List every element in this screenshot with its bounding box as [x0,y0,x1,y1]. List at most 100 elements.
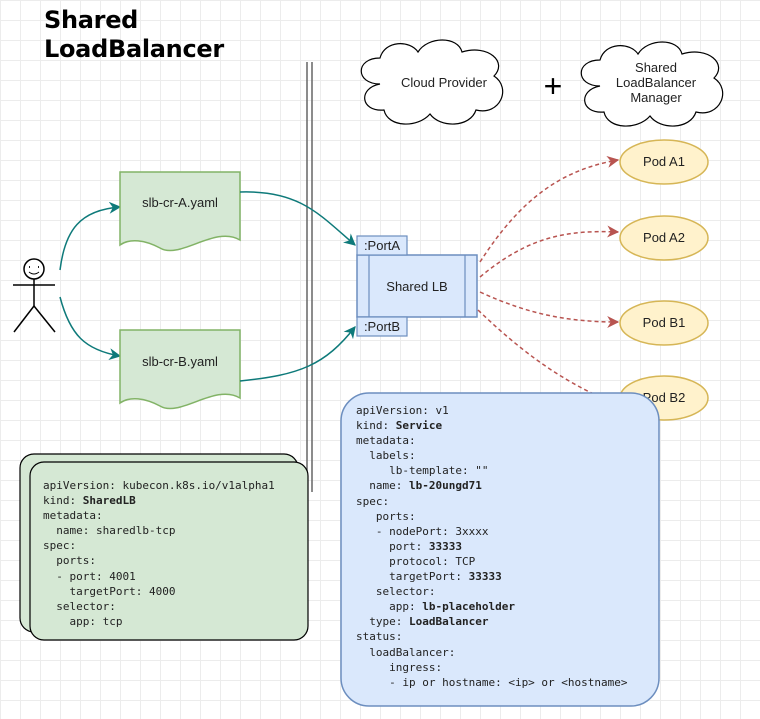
sharedlb-yaml-card [29,461,309,641]
cloud-manager-label-line: LoadBalancer [616,75,697,90]
sharedlb-yaml-text: kind: [43,494,83,508]
service-yaml-line: labels: [356,448,628,463]
diagram-title: Shared LoadBalancer [44,6,304,64]
service-yaml-text: targetPort: [356,570,469,584]
arrow-user-to-doc-b [59,296,122,361]
service-yaml-text: - nodePort: 3xxxx [356,524,489,538]
port-b-label: :PortB [364,319,400,334]
sharedlb-yaml-line: targetPort: 4000 [43,584,275,599]
title-line-2: LoadBalancer [44,35,224,63]
cloud-provider-label: Cloud Provider [401,75,488,90]
sharedlb-yaml-line: kind: SharedLB [43,493,275,508]
service-yaml-bold-value: LoadBalancer [408,615,489,629]
service-yaml-bold-value: lb-20ungd71 [408,479,482,493]
service-yaml-line: selector: [356,584,628,599]
sharedlb-yaml-text: metadata: [43,509,103,523]
service-yaml-text: - ip or hostname: <ip> or <hostname> [356,675,628,689]
service-yaml-text: type: [356,615,409,629]
service-yaml-line: - ip or hostname: <ip> or <hostname> [356,675,628,690]
pod-b1-shape [619,300,709,346]
service-yaml-line: ports: [356,509,628,524]
service-yaml-line: loadBalancer: [356,645,628,660]
service-yaml-text: app: [356,600,423,614]
sharedlb-yaml-line: spec: [43,538,275,553]
service-yaml-line: lb-template: "" [356,463,628,478]
service-yaml-line: apiVersion: v1 [356,403,628,418]
service-yaml-text: lb-template: "" [356,464,489,478]
service-yaml-line: protocol: TCP [356,554,628,569]
cloud-provider-shape [360,39,504,125]
sharedlb-yaml-text: ports: [43,554,96,568]
service-yaml-card [340,392,660,707]
service-yaml-line: kind: Service [356,418,628,433]
cloud-manager-shape [580,41,724,127]
port-a-label: :PortA [364,238,400,253]
sharedlb-yaml-text: spec: [43,539,77,553]
arrow-lb-to-pod-a2 [479,225,620,278]
sharedlb-yaml-text: app: tcp [43,614,123,628]
arrow-lb-to-pod-b2 [477,309,620,407]
sharedlb-yaml-line: app: tcp [43,614,275,629]
arrow-doc-b-to-port-b [239,326,356,382]
service-yaml-line: ingress: [356,660,628,675]
sharedlb-yaml-line: metadata: [43,508,275,523]
pod-a2-label: Pod A2 [643,230,685,245]
service-yaml-line: type: LoadBalancer [356,614,628,629]
title-line-1: Shared [44,6,139,34]
service-yaml-text: ports: [356,509,416,523]
sharedlb-yaml-text: apiVersion: kubecon.k8s.io/v1alpha1 [43,479,275,492]
service-yaml-line: port: 33333 [356,539,628,554]
service-yaml-bold-value: Service [395,419,443,433]
service-yaml-bold-value: lb-placeholder [422,600,515,614]
pod-b2-label: Pod B2 [643,390,686,405]
pod-a1-label: Pod A1 [643,154,685,169]
service-yaml-line: app: lb-placeholder [356,599,628,614]
service-yaml-line: spec: [356,494,628,509]
service-yaml-text: labels: [356,449,416,463]
service-yaml-text: apiVersion: v1 [356,404,449,417]
service-yaml-line: status: [356,629,628,644]
service-yaml-bold-value: 33333 [428,539,462,553]
service-yaml-line: name: lb-20ungd71 [356,478,628,493]
sharedlb-yaml-line: - port: 4001 [43,569,275,584]
service-yaml-text: status: [356,630,403,644]
sharedlb-yaml-line: apiVersion: kubecon.k8s.io/v1alpha1 [43,478,275,493]
service-yaml-line: targetPort: 33333 [356,569,628,584]
sharedlb-yaml-line: selector: [43,599,275,614]
user-actor-icon [13,258,56,333]
service-yaml-line: metadata: [356,433,628,448]
arrow-doc-a-to-port-a [239,191,356,246]
service-yaml-text: port: [356,539,429,553]
port-b-box [356,316,408,337]
cloud-manager-label-line: Shared [635,60,677,75]
plus-sign: + [544,68,563,104]
service-yaml-line: - nodePort: 3xxxx [356,524,628,539]
sharedlb-yaml-text: targetPort: 4000 [43,584,176,598]
sharedlb-yaml-line: ports: [43,553,275,568]
service-yaml-text: kind: [356,419,396,433]
doc-a-label: slb-cr-A.yaml [142,195,218,210]
service-yaml-text: protocol: TCP [356,554,476,568]
port-a-box [356,235,408,256]
service-yaml-text: spec: [356,494,390,508]
service-yaml-bold-value: 33333 [468,570,502,584]
pod-a1-shape [619,139,709,185]
service-yaml-text: name: [356,479,409,493]
doc-a-shape [119,171,241,252]
service-yaml-text: ingress: [356,660,443,674]
shared-lb-box [356,254,478,318]
cloud-manager-label-line: Manager [630,90,682,105]
sharedlb-yaml-text: name: sharedlb-tcp [43,524,176,538]
service-yaml-text: selector: [356,585,436,599]
arrow-user-to-doc-a [59,201,122,271]
arrow-lb-to-pod-b1 [479,291,620,328]
sharedlb-yaml-text: - port: 4001 [43,569,136,583]
service-yaml-text: loadBalancer: [356,645,456,659]
shared-lb-label: Shared LB [386,279,447,294]
sharedlb-yaml-line: name: sharedlb-tcp [43,523,275,538]
sharedlb-yaml-text: selector: [43,599,116,613]
